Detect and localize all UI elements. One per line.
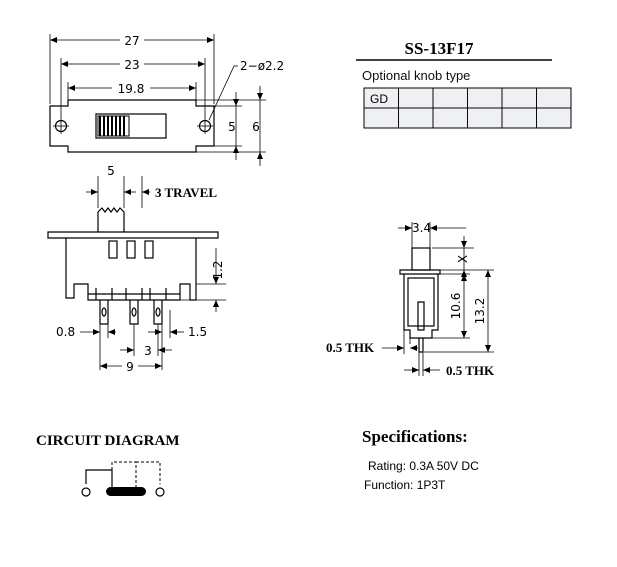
- slide-knob: [97, 115, 130, 137]
- dim-travel: 3 TRAVEL: [155, 185, 217, 200]
- dim-pin-offset: 1.5: [188, 325, 207, 339]
- dim-mounting-holes: 2−ø2.2: [240, 59, 284, 73]
- side-view: 3.4 X 10.6 13.2 0.5 THK: [326, 221, 495, 378]
- circuit-title: CIRCUIT DIAGRAM: [36, 433, 179, 449]
- slide-slot: [95, 113, 167, 139]
- contact-window-3: [144, 240, 154, 259]
- dim-knob-height: X: [456, 255, 470, 263]
- knob-ribs: [99, 116, 125, 136]
- circuit-link-dashed-2: [136, 461, 161, 484]
- specifications: Specifications: Rating: 0.3A 50V DC Func…: [362, 427, 479, 492]
- circuit-link-solid: [85, 469, 113, 487]
- spec-function: Function: 1P3T: [364, 478, 446, 492]
- model-title: SS-13F17: [405, 39, 474, 58]
- front-knob: [97, 207, 125, 232]
- circuit-terminal-1: [81, 487, 91, 497]
- spec-rating: Rating: 0.3A 50V DC: [368, 459, 479, 473]
- dim-thickness-left: 0.5 THK: [326, 340, 375, 355]
- dim-pin-pitch: 3: [144, 344, 152, 358]
- top-view: 27 23 19.8 2−ø2.2 5 6: [49, 34, 284, 166]
- knob-table-label: Optional knob type: [362, 68, 470, 83]
- specs-title: Specifications:: [362, 427, 468, 446]
- front-view: 5 3 TRAVEL 1.2: [47, 164, 226, 374]
- dim-knob-depth: 3.4: [412, 221, 431, 235]
- dim-pin-span: 9: [126, 360, 134, 374]
- dim-body-height: 10.6: [449, 293, 463, 320]
- model-header: SS-13F17 Optional knob type: [356, 39, 552, 83]
- side-body: [403, 274, 439, 339]
- mounting-plate: [47, 231, 219, 239]
- dim-thickness-right: 0.5 THK: [446, 363, 495, 378]
- knob-table-cell: [536, 107, 572, 129]
- dim-height-inner: 5: [228, 120, 236, 134]
- circuit-diagram: CIRCUIT DIAGRAM: [36, 433, 179, 497]
- circuit-link-dashed-1: [111, 461, 137, 487]
- circuit-terminal-3: [155, 487, 165, 497]
- contact-window-2: [126, 240, 136, 259]
- dim-total-height: 13.2: [473, 298, 487, 325]
- dim-pin-width: 0.8: [56, 325, 75, 339]
- side-knob: [411, 247, 431, 271]
- dim-hole-spacing: 23: [124, 58, 139, 72]
- knob-table-cell-label: GD: [370, 92, 388, 106]
- circuit-contact-bar: [106, 487, 146, 496]
- dim-knob-width: 5: [107, 164, 115, 178]
- front-body: [65, 238, 197, 301]
- top-view-body: [49, 99, 215, 153]
- dim-overall-length: 27: [124, 34, 139, 48]
- dim-slot-length: 19.8: [118, 82, 145, 96]
- knob-type-table: GD: [363, 87, 572, 129]
- dim-height-outer: 6: [252, 120, 260, 134]
- contact-window-1: [108, 240, 118, 259]
- dim-terminal-height: 1.2: [211, 260, 225, 279]
